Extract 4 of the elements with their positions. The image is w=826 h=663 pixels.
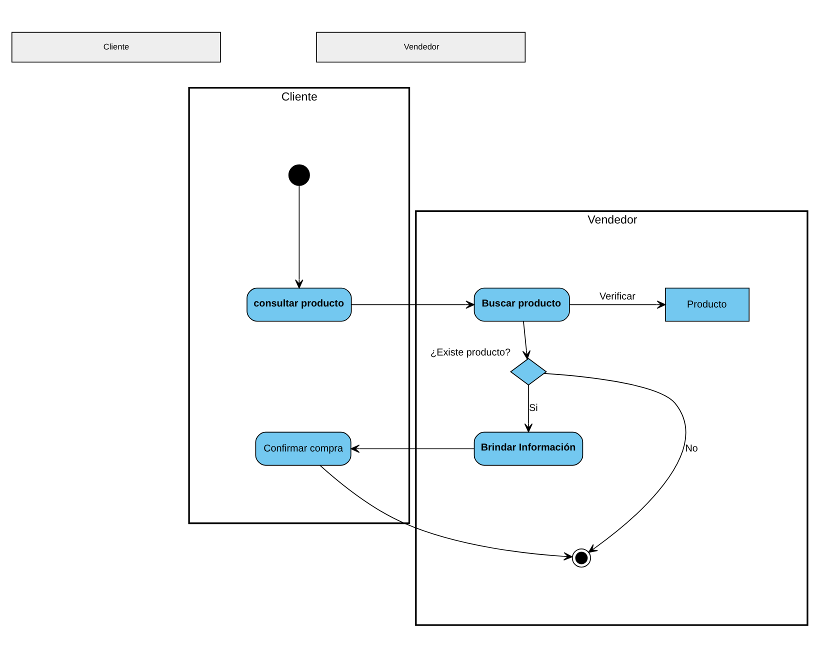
edge-label: No [685,442,698,454]
node-label: ¿Existe producto? [430,347,511,358]
edge-label: Si [529,402,538,414]
edge-label: Verificar [600,290,636,302]
